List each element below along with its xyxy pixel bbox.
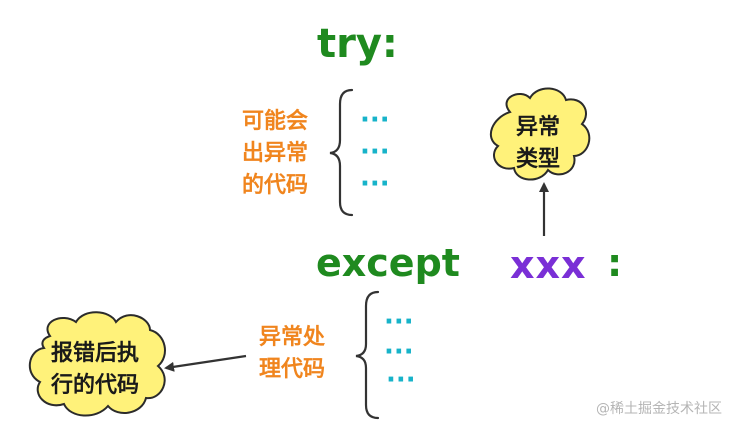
exception-type-callout-line: 类型 [515,147,560,172]
error-report-callout-line: 行的代码 [50,373,139,398]
watermark: @稀土掘金技术社区 [596,401,722,417]
except-block-brace [355,290,380,420]
try-block-label-line: 的代码 [241,173,308,198]
try-block-label-line: 出异常 [241,141,308,166]
except-placeholder: ··· [384,307,414,337]
exception-type-cloud [489,87,591,181]
try-block-label: 可能会 出异常 的代码 [228,106,322,202]
try-keyword: try: [317,21,398,67]
try-block-label-line: 可能会 [241,109,308,134]
try-block-brace [329,88,354,217]
try-placeholder: ··· [360,137,390,167]
except-keyword: except [316,241,460,285]
handler-arrow [164,354,247,372]
except-block-label: 异常处 理代码 [244,322,340,386]
error-report-cloud [29,311,166,417]
except-block-label-line: 理代码 [258,357,325,382]
try-placeholder: ··· [360,105,390,135]
exception-type-keyword: xxx [510,243,587,287]
except-placeholder: ··· [384,337,414,367]
exception-type-callout: 异常 类型 [498,112,578,176]
try-placeholder: ··· [360,169,390,199]
error-report-callout-line: 报错后执 [50,341,139,366]
except-block-label-line: 异常处 [258,325,325,350]
except-placeholder: ··· [386,365,416,395]
error-report-callout: 报错后执 行的代码 [36,338,154,402]
exception-type-callout-line: 异常 [515,115,560,140]
except-colon: : [607,241,623,285]
